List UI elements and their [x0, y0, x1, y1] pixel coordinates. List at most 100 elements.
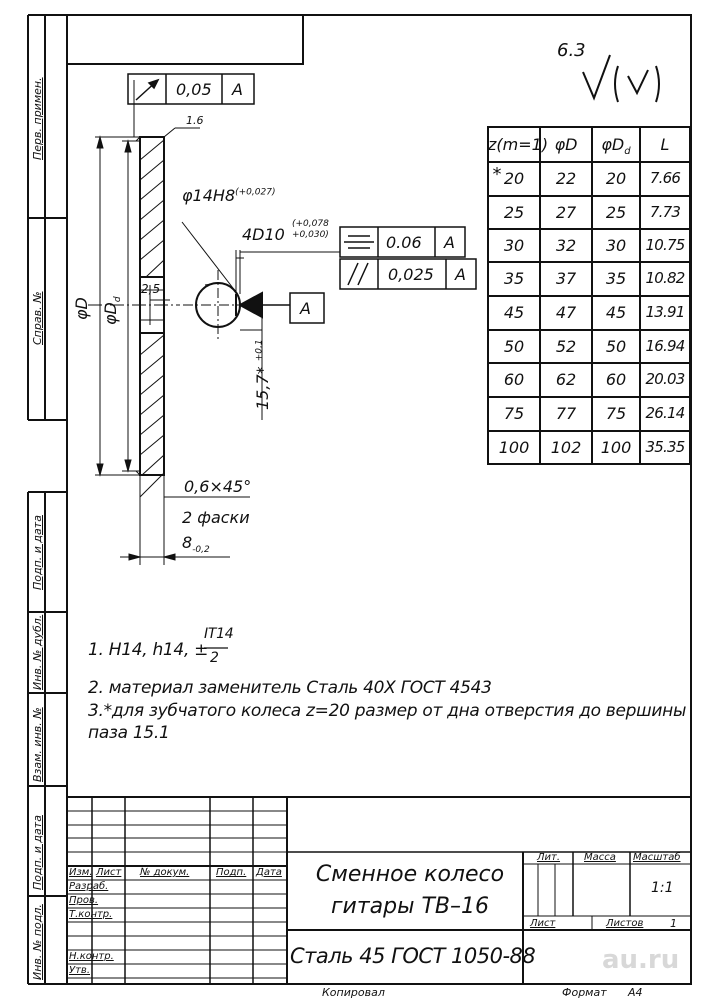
param-table-grid [487, 126, 691, 465]
table-cell: 75 [605, 404, 627, 423]
table-cell: 62 [555, 370, 577, 389]
table-cell: 20.03 [645, 370, 686, 388]
table-header-od: φD [554, 134, 578, 154]
part-name-line1: Сменное колесо [315, 862, 505, 887]
tb-format-value: А4 [628, 986, 643, 999]
note-3-line1: 3.*для зубчатого колеса z=20 размер от д… [88, 701, 687, 721]
note-2: 2. материал заменитель Сталь 40Х ГОСТ 45… [88, 678, 492, 698]
side-label-vzam: Взам. инв. № [31, 707, 44, 782]
chamfer-dim: 0,6×45° [184, 477, 252, 496]
table-cell: 27 [555, 203, 577, 222]
table-cell: 100 [498, 438, 530, 457]
table-cell: 20 [503, 169, 525, 188]
part-name-line2: гитары ТВ–16 [330, 894, 489, 919]
parallel-value: 0,025 [388, 265, 434, 284]
keyway-dim: 4D10 [242, 225, 285, 244]
tb-lit: Лит. [537, 852, 561, 863]
table-cell: 25 [605, 203, 627, 222]
side-label-podl: Инв. № подл. [31, 904, 44, 980]
table-cell: 20 [605, 169, 627, 188]
side-label-podp2: Подп. и дата [31, 815, 44, 890]
table-cell: 13.91 [645, 303, 686, 321]
side-label-dubl: Инв. № дубл. [31, 614, 44, 690]
tb-role-tkontr: Т.контр. [69, 909, 113, 920]
table-cell: 35.35 [645, 438, 686, 456]
tb-col-izm: Изм. [69, 867, 93, 878]
datum-label: A [300, 299, 311, 318]
table-header-odd-sub: d [624, 145, 631, 157]
tb-sheets: Листов [606, 918, 644, 929]
part-section [88, 136, 180, 476]
table-cell: 77 [555, 404, 577, 423]
side-label-sprav: Справ. № [31, 291, 44, 345]
small-dim: 2,5 [141, 282, 161, 296]
bore-view [181, 221, 340, 420]
key-depth-dim: 15,7* +0,1 [253, 339, 272, 410]
table-cell: 50 [605, 337, 627, 356]
table-cell: 30 [605, 236, 627, 255]
table-cell: 37 [555, 269, 577, 288]
table-cell: 10.82 [645, 269, 686, 287]
table-cell: 47 [555, 303, 577, 322]
table-cell: 75 [503, 404, 525, 423]
runout-value: 0,05 [176, 80, 212, 99]
bore-dim: φ14Н8(+0,027) [182, 186, 276, 205]
tb-col-sign: Подп. [216, 867, 247, 878]
face-roughness: 1.6 [186, 114, 204, 127]
tb-role-prov: Пров. [69, 895, 99, 906]
tb-sheet: Лист [530, 918, 556, 929]
table-cell: 22 [555, 169, 577, 188]
tb-role-razrab: Разраб. [69, 881, 109, 892]
table-cell: 35 [503, 269, 525, 288]
table-cell: 32 [555, 236, 577, 255]
odd-dim: φDd [101, 296, 124, 325]
table-cell: 7.66 [649, 169, 681, 187]
parallel-frame [339, 258, 477, 290]
table-header-z: z(m=1) [488, 134, 549, 154]
tb-format-label: Формат [562, 986, 607, 999]
table-cell: 7.73 [649, 203, 681, 221]
tb-role-nkontr: Н.контр. [69, 951, 114, 962]
symmetry-datum: A [444, 233, 455, 252]
watermark: au.ru [602, 945, 680, 975]
symmetry-frame [339, 226, 466, 258]
note-3-line2: паза 15.1 [88, 723, 170, 743]
table-cell: 16.94 [645, 337, 686, 355]
table-cell: 100 [600, 438, 632, 457]
table-cell: 25 [503, 203, 525, 222]
side-label-perv: Перв. примен. [31, 77, 44, 160]
runout-frame [127, 73, 255, 105]
table-cell: 45 [503, 303, 525, 322]
tb-scale: Масштаб [633, 852, 681, 863]
tb-role-utv: Утв. [69, 965, 90, 976]
dimension-lines [95, 80, 250, 565]
note-1-denominator: 2 [210, 650, 219, 666]
note-1-numerator: IT14 [204, 626, 234, 642]
chamfer-count: 2 фаски [182, 508, 250, 527]
od-dim: φD [72, 297, 91, 320]
datum-box [289, 292, 325, 324]
tb-scale-value: 1:1 [651, 880, 674, 896]
roughness-value: 6.3 [557, 40, 586, 61]
tb-sheets-value: 1 [670, 917, 677, 930]
table-header-odd-label: φD [601, 134, 625, 154]
table-cell: 52 [555, 337, 577, 356]
table-header-odd: φDd [592, 135, 640, 157]
table-header-l: L [660, 134, 670, 154]
tb-col-list: Лист [96, 867, 122, 878]
width-dim: 8-0,2 [182, 533, 210, 556]
table-cell: 50 [503, 337, 525, 356]
symmetry-value: 0.06 [386, 233, 422, 252]
parallel-datum: A [455, 265, 466, 284]
keyway-tol: (+0,078+0,030) [292, 219, 329, 240]
table-cell: 60 [605, 370, 627, 389]
runout-datum: A [232, 80, 243, 99]
table-cell: 60 [503, 370, 525, 389]
table-cell: 102 [550, 438, 582, 457]
table-cell: 30 [503, 236, 525, 255]
tb-copied: Копировал [322, 986, 385, 999]
tb-col-date: Дата [256, 867, 282, 878]
table-star-marker: * [492, 164, 502, 185]
table-cell: 45 [605, 303, 627, 322]
note-1: 1. Н14, h14, ± [88, 640, 209, 660]
